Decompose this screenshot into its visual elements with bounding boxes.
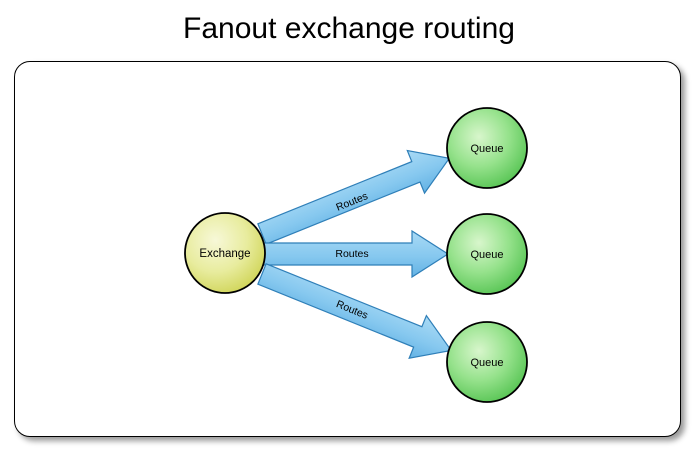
page-title: Fanout exchange routing (183, 12, 515, 45)
node-queue-bottom[interactable] (446, 321, 528, 403)
edge-arrow-middle (261, 229, 450, 279)
node-exchange[interactable] (184, 212, 266, 294)
node-queue-middle[interactable] (446, 213, 528, 295)
edge-arrow-top (257, 149, 451, 245)
edge-arrow-bottom (257, 263, 453, 360)
node-queue-top[interactable] (446, 107, 528, 189)
